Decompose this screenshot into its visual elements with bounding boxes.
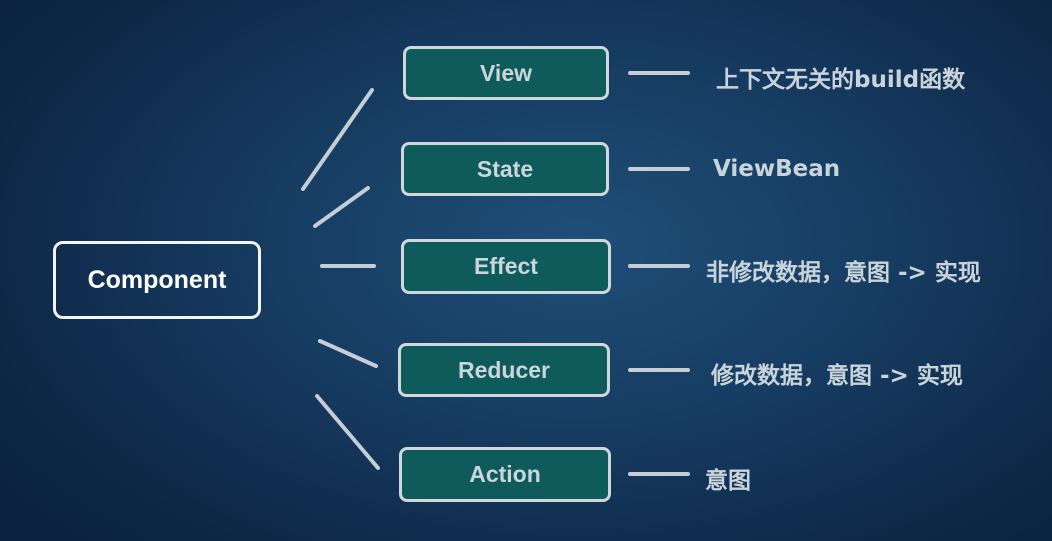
effect-node: Effect bbox=[401, 239, 611, 294]
connector-root-reducer bbox=[318, 339, 378, 368]
reducer-node: Reducer bbox=[398, 343, 610, 397]
view-node-label: View bbox=[480, 59, 532, 86]
view-node: View bbox=[403, 46, 609, 100]
effect-description: 非修改数据，意图 -> 实现 bbox=[706, 260, 981, 286]
action-node-label: Action bbox=[469, 461, 541, 487]
component-node-label: Component bbox=[87, 265, 227, 294]
reducer-node-label: Reducer bbox=[457, 356, 551, 383]
component-node: Component bbox=[53, 241, 261, 319]
state-description: ViewBean bbox=[713, 156, 841, 182]
reducer-description: 修改数据，意图 -> 实现 bbox=[711, 363, 963, 389]
action-description: 意图 bbox=[705, 468, 751, 494]
connector-root-view bbox=[301, 88, 374, 191]
view-description: 上下文无关的build函数 bbox=[716, 67, 966, 93]
state-node-label: State bbox=[476, 155, 534, 182]
action-node: Action bbox=[399, 447, 611, 502]
connector-root-action bbox=[315, 394, 380, 470]
connector-root-state bbox=[313, 186, 370, 228]
effect-node-label: Effect bbox=[474, 253, 538, 279]
state-node: State bbox=[401, 142, 609, 196]
